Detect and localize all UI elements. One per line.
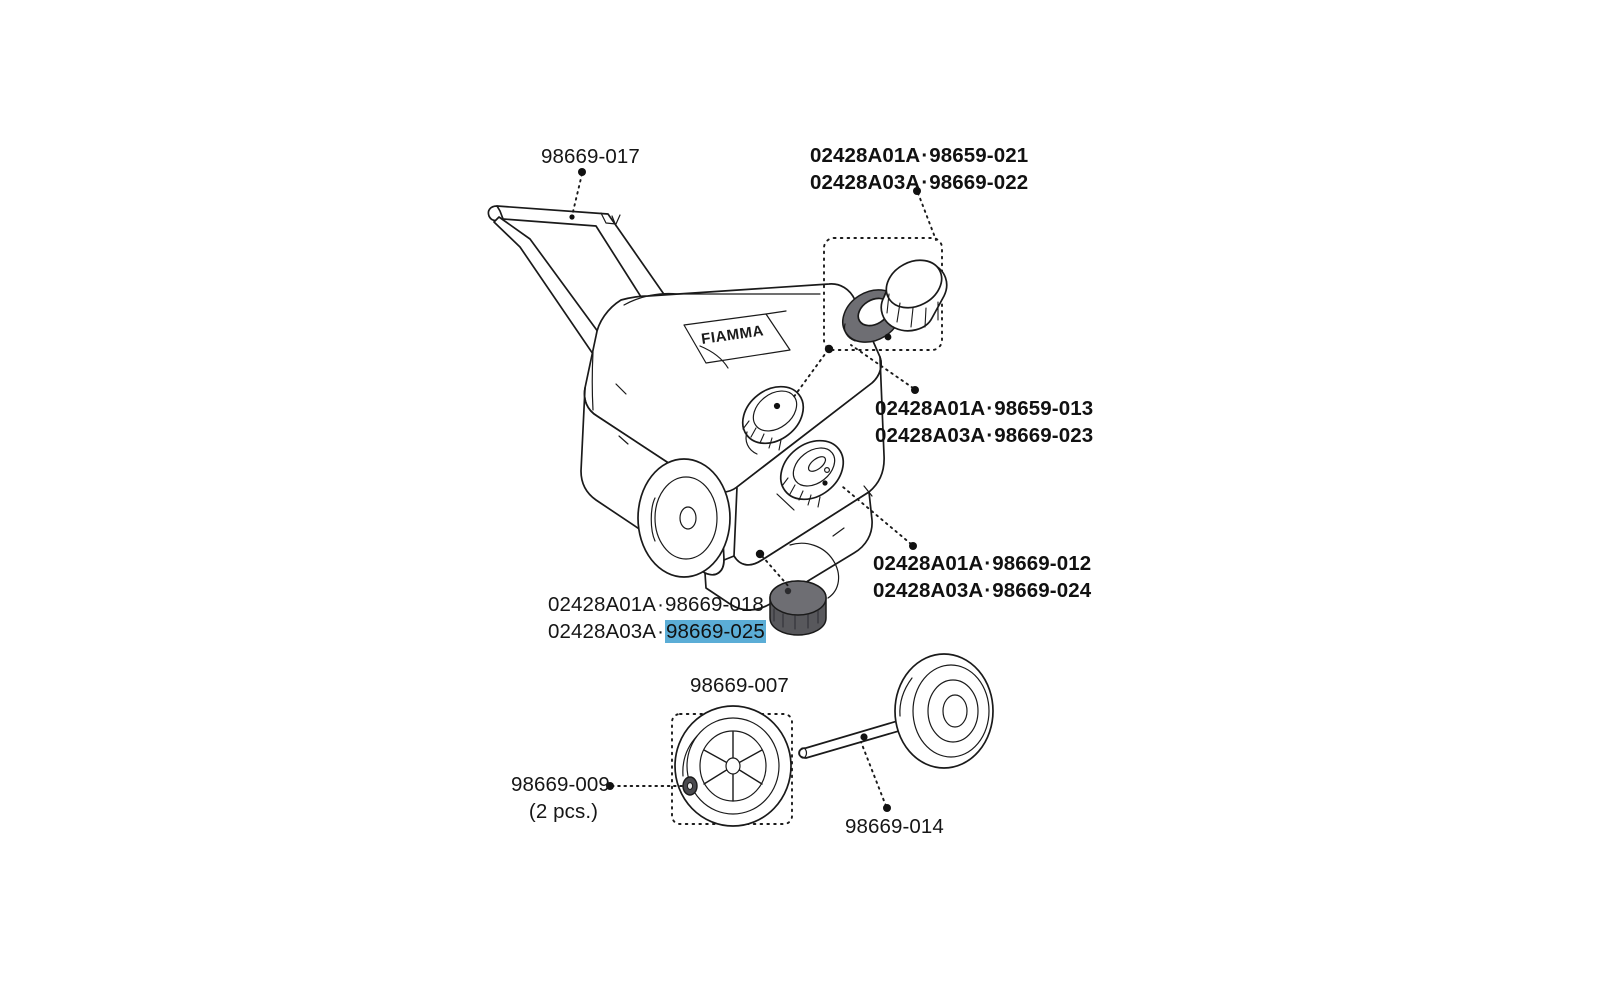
leader-lines xyxy=(569,168,937,812)
callout-handle-code: 98669-017 xyxy=(541,145,640,168)
model-code: 02428A03A xyxy=(548,619,657,643)
callout-axle[interactable]: 98669-014 xyxy=(845,814,944,841)
separator-dot: · xyxy=(657,619,664,643)
separator-dot: · xyxy=(921,170,929,194)
separator-dot: · xyxy=(984,552,992,575)
callout-drain-cap[interactable]: 02428A01A·98669-018 02428A03A·98669-025 xyxy=(548,592,766,645)
callout-cap-and-ring-line-1: 02428A01A·98659-021 xyxy=(810,143,1028,170)
model-code: 02428A01A xyxy=(810,144,921,167)
threaded-cap-part xyxy=(880,259,948,332)
callout-wheel-clip-code: 98669-009 xyxy=(511,773,610,796)
rear-wheel-partial xyxy=(789,542,840,599)
part-code: 98669-012 xyxy=(992,552,1092,575)
model-code: 02428A01A xyxy=(875,397,986,420)
callout-lower-fitting-line-1: 02428A01A·98669-012 xyxy=(873,551,1091,578)
part-code: 98669-018 xyxy=(665,593,764,616)
callout-axle-code: 98669-014 xyxy=(845,815,944,838)
upper-tank-fitting-part xyxy=(741,385,805,455)
drain-cap-part xyxy=(769,580,827,636)
callout-upper-fitting-line-2: 02428A03A·98669-023 xyxy=(875,423,1093,450)
separator-dot: · xyxy=(657,593,664,616)
separator-dot: · xyxy=(984,578,992,602)
separator-dot: · xyxy=(986,397,994,420)
callout-handle[interactable]: 98669-017 xyxy=(541,144,640,171)
callout-drain-cap-line-2: 02428A03A·98669-025 xyxy=(548,619,766,646)
callout-lower-tank-fitting[interactable]: 02428A01A·98669-012 02428A03A·98669-024 xyxy=(873,551,1091,604)
cap-ring-inset-box xyxy=(823,237,943,351)
callout-lower-fitting-line-2: 02428A03A·98669-024 xyxy=(873,578,1091,605)
callout-upper-tank-fitting[interactable]: 02428A01A·98659-013 02428A03A·98669-023 xyxy=(875,396,1093,449)
callout-upper-fitting-line-1: 02428A01A·98659-013 xyxy=(875,396,1093,423)
callout-wheel[interactable]: 98669-007 xyxy=(690,673,789,700)
selected-part-code[interactable]: 98669-025 xyxy=(665,619,766,643)
part-code: 98669-023 xyxy=(994,423,1094,447)
callout-drain-cap-line-1: 02428A01A·98669-018 xyxy=(548,592,766,619)
model-code: 02428A03A xyxy=(875,423,986,447)
callout-cap-and-ring[interactable]: 02428A01A·98659-021 02428A03A·98669-022 xyxy=(810,143,1028,196)
part-code: 98669-022 xyxy=(929,170,1029,194)
lower-tank-fitting-part xyxy=(779,439,845,508)
callout-cap-and-ring-line-2: 02428A03A·98669-022 xyxy=(810,170,1028,197)
mounted-wheel xyxy=(637,458,731,578)
model-code: 02428A01A xyxy=(548,593,657,616)
separator-dot: · xyxy=(921,144,929,167)
part-code: 98659-013 xyxy=(994,397,1094,420)
wheel-inset-box xyxy=(671,713,793,825)
model-code: 02428A01A xyxy=(873,552,984,575)
callout-wheel-clip[interactable]: 98669-009 (2 pcs.) xyxy=(511,772,610,825)
wheel-clip-part xyxy=(682,776,698,796)
model-code: 02428A03A xyxy=(810,170,921,194)
part-code: 98669-024 xyxy=(992,578,1092,602)
separator-dot: · xyxy=(986,423,994,447)
callout-wheel-clip-quantity: (2 pcs.) xyxy=(528,799,599,823)
part-code: 98659-021 xyxy=(929,144,1029,167)
wheel-part xyxy=(674,705,792,827)
model-code: 02428A03A xyxy=(873,578,984,602)
callout-wheel-code: 98669-007 xyxy=(690,674,789,697)
second-wheel-part xyxy=(894,653,994,769)
